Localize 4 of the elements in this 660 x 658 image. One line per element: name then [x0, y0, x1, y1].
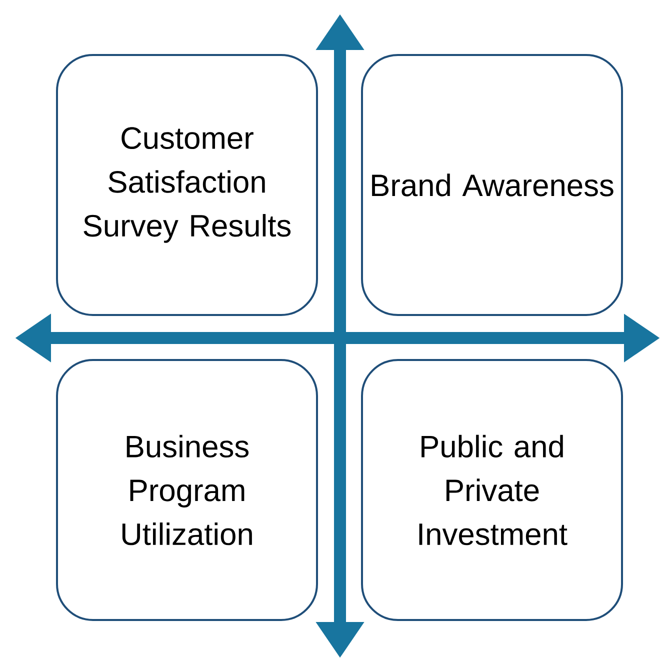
- quadrant-box: Brand Awareness: [361, 54, 624, 316]
- quadrant-box: Business Program Utilization: [56, 359, 318, 621]
- quadrant-box: Customer Satisfaction Survey Results: [56, 54, 318, 316]
- quadrant-box: Public and Private Investment: [361, 359, 624, 621]
